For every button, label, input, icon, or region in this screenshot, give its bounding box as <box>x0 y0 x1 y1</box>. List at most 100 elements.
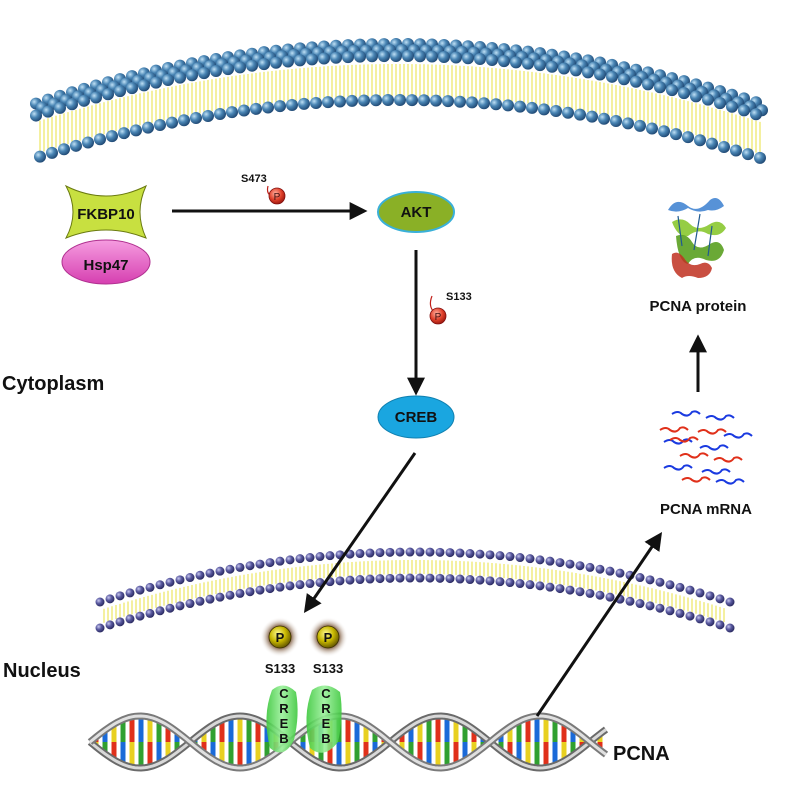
lipid-head <box>406 94 418 107</box>
lipid-head <box>465 549 475 559</box>
phospho-icon <box>316 625 340 649</box>
lipid-head <box>322 96 334 109</box>
dna-helix <box>87 712 609 772</box>
nucleus-label: Nucleus <box>3 660 81 682</box>
fkbp10-shape <box>64 184 148 239</box>
lipid-head <box>205 594 215 604</box>
lipid-head <box>165 603 175 613</box>
lipid-head <box>562 106 574 119</box>
s133-label: S133 <box>446 291 472 303</box>
lipid-head <box>438 50 450 63</box>
svg-text:P: P <box>435 312 442 323</box>
lipid-head <box>455 574 465 584</box>
lipid-head <box>198 67 210 80</box>
lipid-head <box>605 592 615 602</box>
lipid-head <box>465 575 475 585</box>
lipid-head <box>505 552 515 562</box>
lipid-head <box>175 601 185 611</box>
lipid-head <box>210 65 222 78</box>
lipid-head <box>714 97 726 110</box>
lipid-head <box>445 548 455 558</box>
lipid-head <box>418 94 430 107</box>
lipid-head <box>595 564 605 574</box>
mrna-strand <box>697 428 727 435</box>
lipid-head <box>106 130 118 143</box>
lipid-head <box>505 578 515 588</box>
lipid-head <box>485 576 495 586</box>
lipid-head <box>555 558 565 568</box>
pcna-protein-structure-icon <box>668 198 726 278</box>
lipid-head <box>155 606 165 616</box>
lipid-head <box>310 96 322 109</box>
lipid-head <box>325 551 335 561</box>
lipid-head <box>646 122 658 135</box>
lipid-head <box>345 575 355 585</box>
lipid-head <box>105 594 115 604</box>
lipid-head <box>670 128 682 141</box>
lipid-head <box>694 134 706 147</box>
lipid-head <box>665 580 675 590</box>
lipid-head <box>275 556 285 566</box>
lipid-head <box>690 90 702 103</box>
creb-label: CREB <box>395 409 438 426</box>
lipid-head <box>282 55 294 68</box>
lipid-head <box>750 108 762 121</box>
lipid-head <box>225 564 235 574</box>
lipid-head <box>294 54 306 67</box>
lipid-head <box>262 101 274 114</box>
lipid-head <box>645 601 655 611</box>
lipid-head <box>178 114 190 127</box>
lipid-head <box>125 614 135 624</box>
lipid-head <box>545 556 555 566</box>
lipid-head <box>425 573 435 583</box>
phospho-icon <box>268 187 286 205</box>
lipid-head <box>245 561 255 571</box>
fkbp10-hsp47-complex: FKBP10 Hsp47 <box>61 184 151 285</box>
lipid-head <box>318 52 330 65</box>
lipid-head <box>535 555 545 565</box>
creb-dimer-right <box>306 685 342 753</box>
lipid-head <box>265 584 275 594</box>
lipid-head <box>395 547 405 557</box>
lipid-head <box>462 52 474 65</box>
lipid-head <box>445 574 455 584</box>
lipid-head <box>305 553 315 563</box>
lipid-head <box>634 119 646 132</box>
lipid-head <box>114 85 126 98</box>
lipid-head <box>34 150 46 163</box>
lipid-head <box>514 100 526 113</box>
lipid-head <box>330 51 342 64</box>
lipid-head <box>385 573 395 583</box>
lipid-head <box>525 554 535 564</box>
lipid-head <box>166 116 178 129</box>
lipid-head <box>718 140 730 153</box>
arrow-dna-mrna <box>535 532 663 717</box>
lipid-head <box>585 562 595 572</box>
lipid-head <box>246 59 258 72</box>
lipid-head <box>115 617 125 627</box>
lipid-head <box>515 553 525 563</box>
creb-letter: R <box>321 701 331 716</box>
lipid-head <box>575 587 585 597</box>
lipid-head <box>234 61 246 74</box>
lipid-head <box>685 585 695 595</box>
mrna-strand <box>705 414 735 421</box>
lipid-head <box>742 148 754 161</box>
lipid-head <box>238 104 250 117</box>
lipid-head <box>705 591 715 601</box>
lipid-head <box>522 57 534 70</box>
lipid-head <box>678 87 690 100</box>
mrna-strand <box>663 464 693 471</box>
lipid-head <box>390 50 402 63</box>
lipid-head <box>575 561 585 571</box>
mrna-strand <box>669 436 699 443</box>
creb-letter: B <box>321 731 330 746</box>
lipid-head <box>570 64 582 77</box>
lipid-head <box>685 611 695 621</box>
hsp47-label: Hsp47 <box>83 257 128 274</box>
lipid-head <box>135 611 145 621</box>
pcna-gene-label: PCNA <box>613 743 670 765</box>
lipid-head <box>486 54 498 67</box>
